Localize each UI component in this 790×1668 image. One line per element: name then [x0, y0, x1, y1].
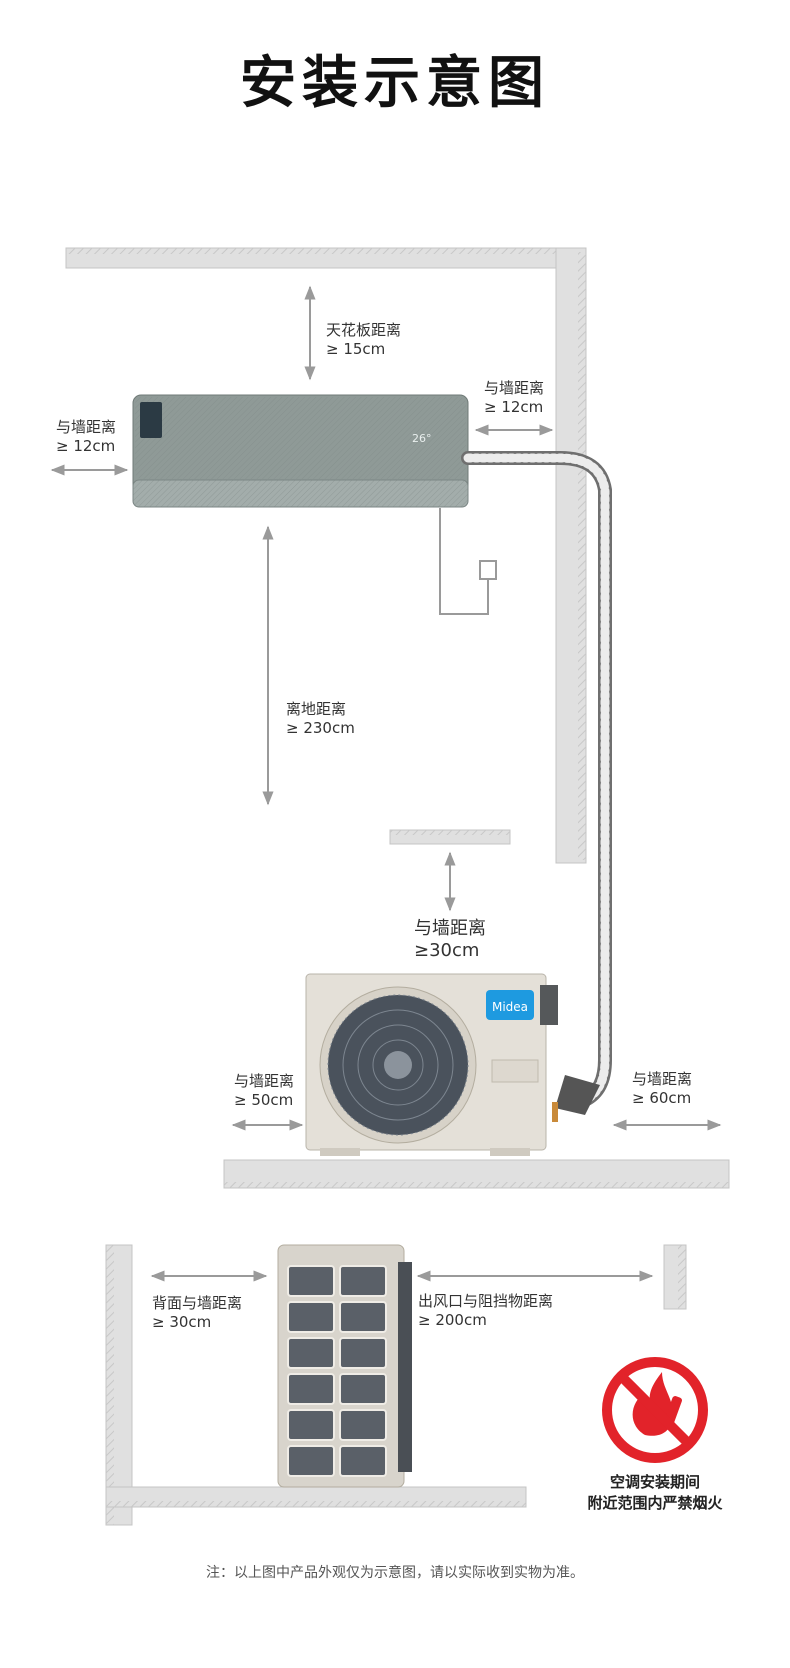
floor-distance-value: ≥ 230cm [286, 719, 355, 737]
outdoor-unit-front: Midea [305, 973, 558, 1156]
ceiling-distance-value: ≥ 15cm [326, 340, 386, 358]
fan-hub [384, 1051, 412, 1079]
side-view-left-wall [105, 1244, 133, 1526]
obstacle-wall [663, 1244, 687, 1310]
ceiling-wall [65, 247, 587, 269]
outdoor-left-wall-label: 与墙距离 ≥ 50cm [234, 1072, 294, 1110]
back-wall-distance-value: ≥ 30cm [152, 1313, 212, 1331]
back-wall-distance-name: 背面与墙距离 [152, 1294, 243, 1312]
warning-line-1: 空调安装期间 [609, 1473, 700, 1491]
outdoor-unit-side [277, 1244, 412, 1488]
page-title: 安装示意图 [240, 51, 550, 116]
outdoor-right-wall-label: 与墙距离 ≥ 60cm [632, 1070, 692, 1108]
right-wall [555, 247, 587, 864]
outlet-distance-value: ≥ 200cm [418, 1311, 487, 1329]
outdoor-top-wall-label: 与墙距离 ≥30cm [414, 918, 486, 962]
back-wall-distance-label: 背面与墙距离 ≥ 30cm [152, 1294, 242, 1332]
outdoor-top-wall-value: ≥30cm [414, 940, 480, 961]
floor-distance-label: 离地距离 ≥ 230cm [286, 700, 355, 738]
outdoor-right-wall-name: 与墙距离 [632, 1070, 693, 1088]
ceiling-distance-name: 天花板距离 [326, 321, 402, 339]
indoor-left-wall-label: 与墙距离 ≥ 12cm [56, 418, 116, 456]
power-cable [439, 508, 497, 615]
no-fire-warning-text: 空调安装期间 附近范围内严禁烟火 [555, 1472, 755, 1514]
indoor-display-panel [140, 402, 162, 438]
outdoor-top-wall [389, 829, 511, 845]
svg-text:Midea: Midea [492, 1000, 528, 1014]
indoor-right-wall-value: ≥ 12cm [484, 398, 544, 416]
copper-valve [552, 1102, 558, 1122]
outdoor-left-wall-name: 与墙距离 [234, 1072, 295, 1090]
ceiling-distance-label: 天花板距离 ≥ 15cm [326, 321, 401, 359]
outlet-distance-name: 出风口与阻挡物距离 [418, 1292, 554, 1310]
no-fire-warning-icon [602, 1357, 708, 1463]
indoor-left-wall-value: ≥ 12cm [56, 437, 116, 455]
refrigerant-pipe [461, 451, 612, 1115]
indoor-temp-display: 26° [412, 432, 432, 445]
floor-distance-name: 离地距离 [286, 700, 347, 718]
outdoor-left-wall-value: ≥ 50cm [234, 1091, 294, 1109]
outlet-distance-label: 出风口与阻挡物距离 ≥ 200cm [418, 1292, 553, 1330]
midea-logo [486, 990, 534, 1020]
outdoor-right-wall-value: ≥ 60cm [632, 1089, 692, 1107]
side-view-ground [105, 1486, 527, 1508]
outdoor-ground [223, 1159, 730, 1189]
outdoor-top-wall-name: 与墙距离 [414, 918, 486, 939]
indoor-unit: 26° [132, 394, 469, 508]
power-socket [479, 560, 497, 580]
footnote: 注：以上图中产品外观仅为示意图，请以实际收到实物为准。 [206, 1565, 584, 1581]
indoor-right-wall-name: 与墙距离 [484, 379, 545, 397]
indoor-left-wall-name: 与墙距离 [56, 418, 117, 436]
indoor-right-wall-label: 与墙距离 ≥ 12cm [484, 379, 544, 417]
warning-line-2: 附近范围内严禁烟火 [587, 1494, 723, 1512]
